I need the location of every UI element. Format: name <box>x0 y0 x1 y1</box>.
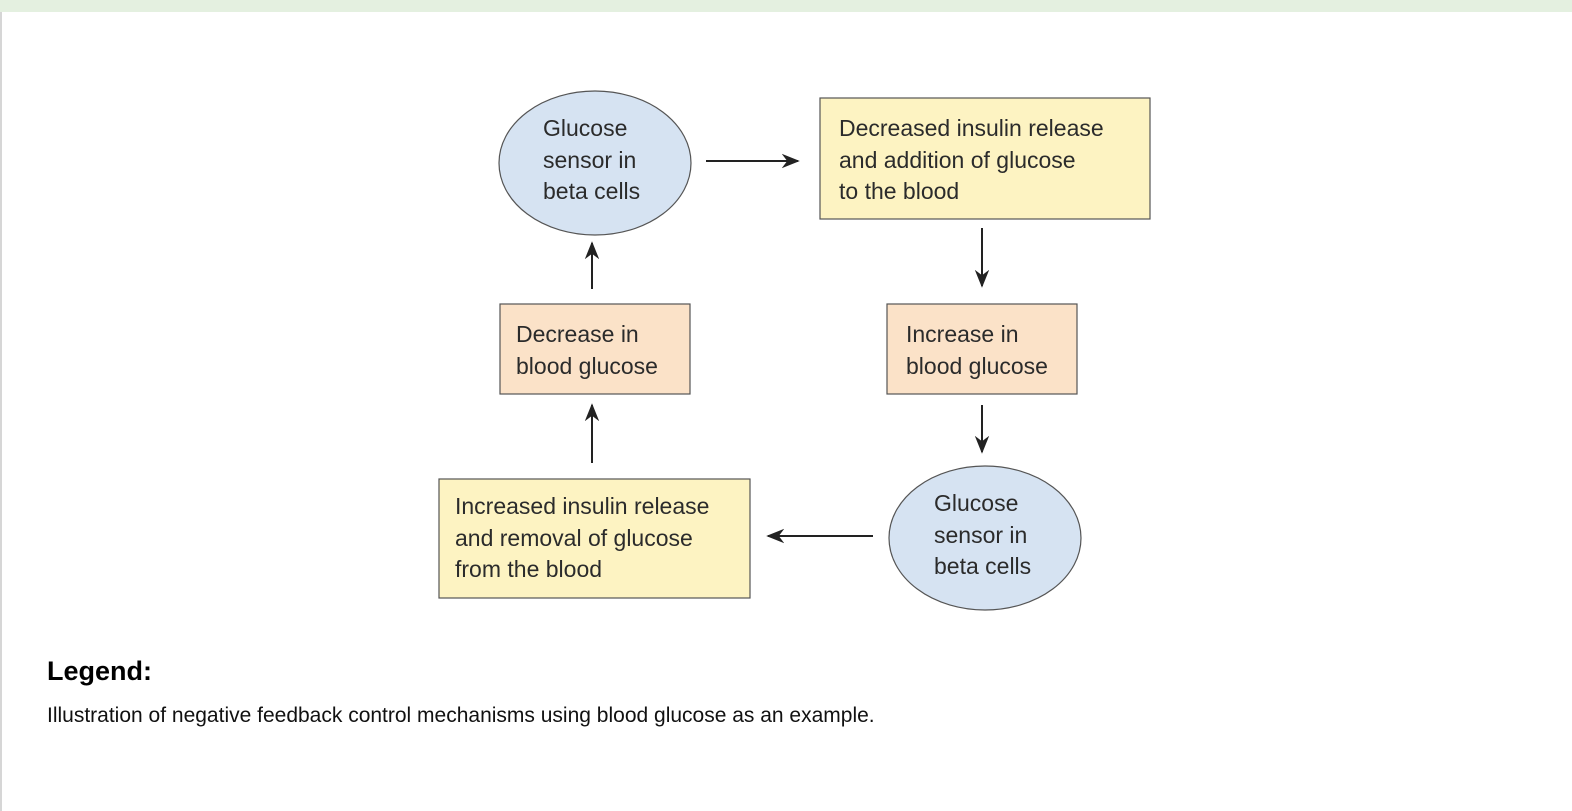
glucose-sensor-bottom-node: Glucose sensor in beta cells <box>888 465 1082 611</box>
state-left-line-1: Decrease in <box>516 321 639 347</box>
state-right-line-1: Increase in <box>906 321 1019 347</box>
state-right-line-2: blood glucose <box>906 353 1048 379</box>
top-bar <box>0 0 1572 12</box>
action-top-line-2: and addition of glucose <box>839 147 1076 173</box>
decreased-insulin-node: Decreased insulin release and addition o… <box>819 97 1151 220</box>
sensor-bottom-line-3: beta cells <box>934 553 1031 579</box>
action-top-line-3: to the blood <box>839 178 959 204</box>
action-bottom-line-2: and removal of glucose <box>455 525 693 551</box>
decrease-glucose-node: Decrease in blood glucose <box>499 303 691 395</box>
increase-glucose-node: Increase in blood glucose <box>886 303 1078 395</box>
glucose-sensor-top-node: Glucose sensor in beta cells <box>498 90 692 236</box>
action-bottom-line-3: from the blood <box>455 556 602 582</box>
legend-title: Legend: <box>47 656 152 686</box>
sensor-top-line-1: Glucose <box>543 115 627 141</box>
action-bottom-line-1: Increased insulin release <box>455 493 709 519</box>
state-left-line-2: blood glucose <box>516 353 658 379</box>
sensor-bottom-line-2: sensor in <box>934 522 1027 548</box>
feedback-diagram: Glucose sensor in beta cells Decreased i… <box>438 90 1151 611</box>
legend-text: Illustration of negative feedback contro… <box>47 704 875 727</box>
sensor-bottom-line-1: Glucose <box>934 490 1018 516</box>
action-top-line-1: Decreased insulin release <box>839 115 1104 141</box>
sensor-top-line-3: beta cells <box>543 178 640 204</box>
left-border <box>0 12 2 811</box>
increased-insulin-node: Increased insulin release and removal of… <box>438 478 751 599</box>
sensor-top-line-2: sensor in <box>543 147 636 173</box>
